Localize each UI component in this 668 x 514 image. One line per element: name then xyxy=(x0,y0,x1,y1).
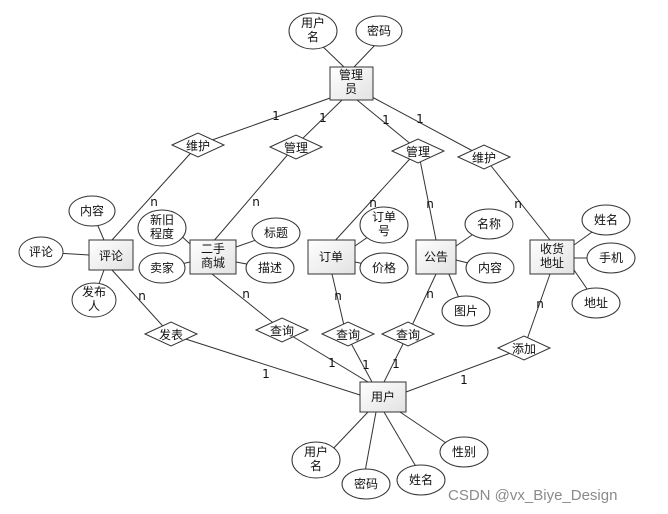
svg-text:姓名: 姓名 xyxy=(594,212,618,227)
relationship-add: 添加 xyxy=(496,335,552,361)
attr-comment-text: 评论 xyxy=(18,236,64,268)
svg-text:新旧程度: 新旧程度 xyxy=(150,212,174,241)
svg-text:公告: 公告 xyxy=(424,250,448,264)
svg-text:名称: 名称 xyxy=(477,216,501,231)
svg-text:手机: 手机 xyxy=(599,251,623,265)
relationship-maintain-comment: 维护 xyxy=(170,132,226,158)
entity-admin: 管理员 xyxy=(329,66,374,101)
cardinality-n: n xyxy=(252,195,260,209)
svg-text:评论: 评论 xyxy=(99,249,123,263)
attr-user-gender: 性别 xyxy=(439,436,489,468)
svg-text:图片: 图片 xyxy=(454,304,478,318)
svg-text:维护: 维护 xyxy=(186,139,210,153)
attr-address-addr: 地址 xyxy=(571,287,621,319)
svg-text:性别: 性别 xyxy=(452,445,476,459)
svg-text:发表: 发表 xyxy=(159,327,183,342)
svg-text:描述: 描述 xyxy=(258,261,282,275)
svg-text:用户: 用户 xyxy=(371,389,395,404)
cardinality-n: n xyxy=(242,287,250,301)
cardinality-n: n xyxy=(369,196,377,210)
entity-address: 收货地址 xyxy=(529,239,575,275)
attr-order-no: 订单号 xyxy=(359,206,409,244)
svg-text:管理: 管理 xyxy=(406,144,430,159)
cardinality-n: n xyxy=(150,195,158,209)
cardinality-one: 1 xyxy=(382,113,390,127)
svg-text:卖家: 卖家 xyxy=(150,260,174,275)
svg-text:查询: 查询 xyxy=(270,324,294,338)
cardinality-n: n xyxy=(514,197,522,211)
svg-text:查询: 查询 xyxy=(396,328,420,342)
attr-goods-title: 标题 xyxy=(251,217,301,249)
cardinality-one: 1 xyxy=(319,111,327,125)
svg-text:地址: 地址 xyxy=(584,296,608,310)
attr-admin-username: 用户名 xyxy=(288,12,338,50)
entity-goods: 二手商城 xyxy=(189,239,237,275)
svg-text:用户名: 用户名 xyxy=(304,444,328,473)
svg-text:添加: 添加 xyxy=(512,342,536,356)
attr-goods-desc: 描述 xyxy=(245,252,295,284)
cardinality-one: 1 xyxy=(262,367,270,381)
cardinality-one: 1 xyxy=(392,357,400,371)
cardinality-labels: 1 1 1 1 n n n n n n n n n n 1 1 1 1 1 xyxy=(138,109,544,387)
svg-text:收货地址: 收货地址 xyxy=(540,241,564,270)
attr-address-name: 姓名 xyxy=(581,204,631,236)
entity-notice: 公告 xyxy=(415,239,457,275)
attr-admin-password: 密码 xyxy=(355,15,403,47)
cardinality-one: 1 xyxy=(416,112,424,126)
svg-text:密码: 密码 xyxy=(354,476,378,491)
cardinality-one: 1 xyxy=(362,358,370,372)
svg-text:内容: 内容 xyxy=(478,260,502,275)
svg-text:密码: 密码 xyxy=(367,23,391,38)
entity-comment: 评论 xyxy=(88,239,134,271)
attr-notice-content: 内容 xyxy=(465,252,515,284)
svg-text:订单号: 订单号 xyxy=(372,210,396,238)
svg-text:价格: 价格 xyxy=(372,260,396,275)
entity-order: 订单 xyxy=(307,239,356,275)
svg-text:姓名: 姓名 xyxy=(409,472,433,487)
attr-notice-image: 图片 xyxy=(441,295,491,327)
svg-text:管理员: 管理员 xyxy=(339,67,363,96)
relationship-post: 发表 xyxy=(143,321,199,347)
cardinality-n: n xyxy=(426,197,434,211)
relationship-query-notice: 查询 xyxy=(380,321,436,347)
cardinality-one: 1 xyxy=(328,356,336,370)
svg-text:发布人: 发布人 xyxy=(82,284,106,313)
attr-user-name: 姓名 xyxy=(396,464,446,496)
cardinality-n: n xyxy=(536,297,544,311)
attr-goods-seller: 卖家 xyxy=(138,252,186,284)
relationship-query-goods: 查询 xyxy=(254,317,310,343)
relationship-manage-order-notice: 管理 xyxy=(390,138,446,164)
svg-text:内容: 内容 xyxy=(80,203,104,218)
cardinality-n: n xyxy=(426,287,434,301)
svg-text:管理: 管理 xyxy=(284,140,308,155)
svg-text:查询: 查询 xyxy=(336,328,360,342)
attr-address-phone: 手机 xyxy=(586,242,636,274)
cardinality-one: 1 xyxy=(272,109,280,123)
svg-text:订单: 订单 xyxy=(319,250,343,264)
attr-user-password: 密码 xyxy=(341,468,391,500)
entity-user: 用户 xyxy=(359,381,407,413)
cardinality-n: n xyxy=(138,289,146,303)
attr-order-price: 价格 xyxy=(359,252,409,284)
attr-comment-author: 发布人 xyxy=(71,282,117,318)
attr-goods-condition: 新旧程度 xyxy=(137,209,187,247)
attr-notice-name: 名称 xyxy=(464,208,514,240)
cardinality-one: 1 xyxy=(460,373,468,387)
svg-text:标题: 标题 xyxy=(264,226,288,240)
watermark-text: CSDN @vx_Biye_Design xyxy=(448,487,617,504)
svg-text:二手商城: 二手商城 xyxy=(201,242,225,270)
relationship-manage-goods: 管理 xyxy=(268,134,324,160)
attr-user-username: 用户名 xyxy=(291,441,341,479)
attr-comment-content: 内容 xyxy=(68,195,116,227)
svg-text:评论: 评论 xyxy=(29,245,53,259)
relationship-query-order: 查询 xyxy=(320,321,376,347)
cardinality-n: n xyxy=(334,289,342,303)
svg-text:用户名: 用户名 xyxy=(301,15,325,44)
relationship-maintain-address: 维护 xyxy=(456,144,512,170)
svg-text:维护: 维护 xyxy=(472,151,496,165)
